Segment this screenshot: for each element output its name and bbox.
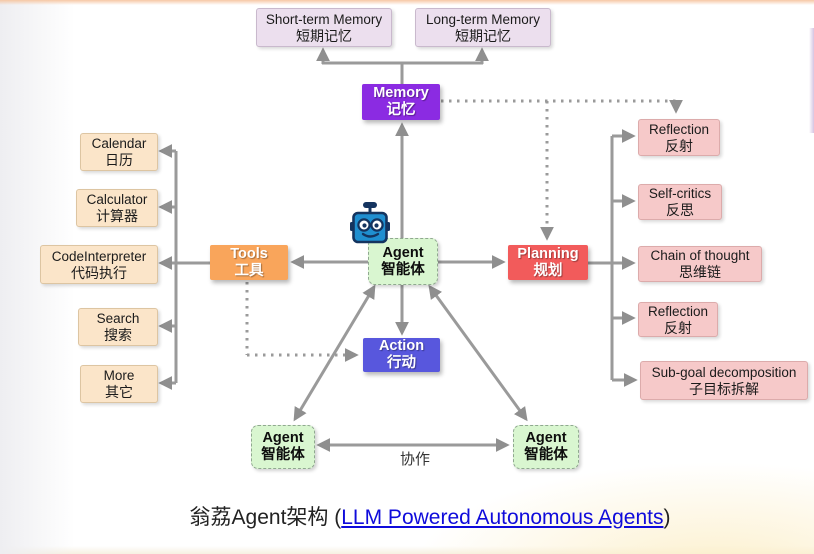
search-label-en: Search bbox=[96, 311, 140, 326]
node-chain-of-thought: Chain of thought 思维链 bbox=[638, 246, 762, 282]
robot-icon bbox=[350, 202, 390, 244]
node-self-critics: Self-critics 反思 bbox=[638, 184, 722, 220]
calendar-label-zh: 日历 bbox=[105, 152, 133, 168]
planning-label-zh: 规划 bbox=[533, 262, 563, 279]
node-action: Action 行动 bbox=[363, 338, 440, 372]
more-label-zh: 其它 bbox=[105, 384, 133, 400]
subgoal-label-zh: 子目标拆解 bbox=[689, 380, 759, 397]
node-long-term-memory: Long-term Memory 短期记忆 bbox=[415, 8, 551, 47]
agent-bl-label-zh: 智能体 bbox=[261, 447, 305, 463]
reflection1-label-en: Reflection bbox=[648, 121, 710, 137]
chain-of-thought-label-en: Chain of thought bbox=[650, 248, 750, 263]
action-label-zh: 行动 bbox=[387, 355, 416, 371]
code-interpreter-label-zh: 代码执行 bbox=[71, 264, 127, 281]
tools-action-dotted-link bbox=[245, 282, 359, 362]
agent-br-label-en: Agent bbox=[525, 430, 567, 446]
node-agent-bottom-right: Agent 智能体 bbox=[513, 425, 579, 469]
caption-suffix: ) bbox=[663, 506, 671, 529]
node-agent: Agent 智能体 bbox=[368, 238, 438, 285]
reflection2-label-zh: 反射 bbox=[664, 319, 692, 336]
more-label-en: More bbox=[103, 368, 135, 383]
code-interpreter-label-en: CodeInterpreter bbox=[51, 248, 147, 264]
memory-label-en: Memory bbox=[373, 85, 429, 101]
node-short-term-memory: Short-term Memory 短期记忆 bbox=[256, 8, 392, 47]
node-search: Search 搜索 bbox=[78, 308, 158, 346]
node-more: More 其它 bbox=[80, 365, 158, 403]
agent-collaboration-arrows bbox=[293, 284, 528, 452]
planning-label-en: Planning bbox=[517, 245, 579, 262]
node-tools: Tools 工具 bbox=[210, 245, 288, 280]
right-edge-tint bbox=[809, 28, 814, 133]
node-subgoal-decomposition: Sub-goal decomposition 子目标拆解 bbox=[640, 361, 808, 400]
tools-label-zh: 工具 bbox=[234, 262, 264, 279]
self-critics-label-en: Self-critics bbox=[648, 186, 712, 201]
node-planning: Planning 规划 bbox=[508, 245, 588, 280]
long-term-memory-label-en: Long-term Memory bbox=[425, 11, 541, 27]
short-term-memory-label-en: Short-term Memory bbox=[265, 11, 383, 27]
calculator-label-zh: 计算器 bbox=[96, 208, 138, 224]
node-reflection-2: Reflection 反射 bbox=[638, 302, 718, 337]
search-label-zh: 搜索 bbox=[104, 327, 132, 343]
memory-label-zh: 记忆 bbox=[386, 102, 416, 118]
self-critics-label-zh: 反思 bbox=[666, 202, 694, 218]
caption-prefix: 翁荔Agent架构 ( bbox=[189, 506, 342, 529]
tools-branch-arrows bbox=[158, 144, 210, 390]
agent-label-zh: 智能体 bbox=[381, 261, 425, 278]
reflection1-label-zh: 反射 bbox=[665, 137, 693, 154]
calendar-label-en: Calendar bbox=[91, 136, 147, 151]
node-calendar: Calendar 日历 bbox=[80, 133, 158, 171]
diagram-caption: 翁荔Agent架构 (LLM Powered Autonomous Agents… bbox=[0, 501, 814, 531]
memory-dotted-links bbox=[441, 99, 683, 241]
caption-link[interactable]: LLM Powered Autonomous Agents bbox=[341, 506, 664, 529]
node-calculator: Calculator 计算器 bbox=[76, 189, 158, 227]
reflection2-label-en: Reflection bbox=[647, 303, 709, 319]
agent-bl-label-en: Agent bbox=[262, 430, 304, 446]
planning-branch-arrows bbox=[588, 129, 638, 387]
action-label-en: Action bbox=[378, 338, 425, 354]
agent-br-label-zh: 智能体 bbox=[524, 447, 568, 463]
calculator-label-en: Calculator bbox=[86, 192, 148, 207]
node-memory: Memory 记忆 bbox=[362, 84, 440, 120]
node-code-interpreter: CodeInterpreter 代码执行 bbox=[40, 245, 158, 284]
long-term-memory-label-zh: 短期记忆 bbox=[455, 27, 511, 44]
node-agent-bottom-left: Agent 智能体 bbox=[251, 425, 315, 469]
chain-of-thought-label-zh: 思维链 bbox=[679, 264, 721, 280]
collaboration-edge-label: 协作 bbox=[399, 451, 430, 468]
short-term-memory-label-zh: 短期记忆 bbox=[296, 27, 352, 44]
memory-fork-arrows bbox=[316, 47, 489, 84]
tools-label-en: Tools bbox=[230, 245, 268, 262]
agent-label-en: Agent bbox=[382, 244, 424, 261]
node-reflection-1: Reflection 反射 bbox=[638, 119, 720, 156]
subgoal-label-en: Sub-goal decomposition bbox=[651, 364, 797, 380]
